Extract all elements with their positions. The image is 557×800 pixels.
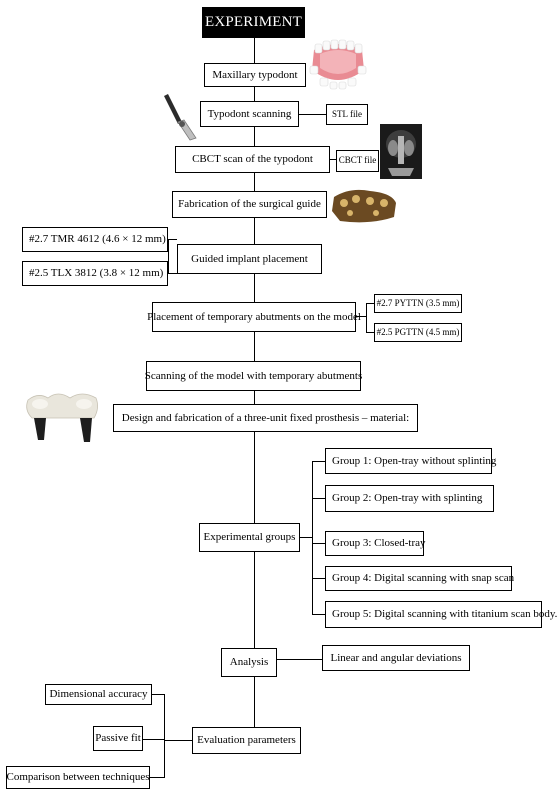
group-2-box: Group 2: Open-tray with splinting	[325, 485, 494, 512]
cbct-file-box: CBCT file	[336, 150, 379, 172]
connector-group3	[312, 543, 325, 544]
connector-group4	[312, 578, 325, 579]
experimental-groups-box: Experimental groups	[199, 523, 300, 552]
comparison-techniques-box: Comparison between techniques	[6, 766, 150, 789]
connector-abut1	[366, 303, 374, 304]
typodont-image	[309, 39, 367, 90]
connector-abut-bracket	[366, 303, 367, 332]
experiment-title: EXPERIMENT	[202, 7, 305, 38]
temporary-abutments-box: Placement of temporary abutments on the …	[147, 302, 361, 332]
dimensional-accuracy-box: Dimensional accuracy	[45, 684, 152, 705]
passive-fit-box: Passive fit	[93, 726, 143, 751]
cbct-scan-box: CBCT scan of the typodont	[175, 146, 330, 173]
surgical-guide-box: Fabrication of the surgical guide	[172, 191, 327, 218]
connector-abut-horizontal	[356, 316, 366, 317]
cbct-image	[380, 124, 422, 179]
connector-eval-horizontal	[164, 740, 192, 741]
surgical-guide-image	[332, 189, 396, 223]
group-4-box: Group 4: Digital scanning with snap scan	[325, 566, 514, 591]
implant-2-5-box: #2.5 TLX 3812 (3.8 × 12 mm)	[22, 261, 168, 286]
intraoral-scanner-image	[164, 94, 197, 141]
connector-implant1	[168, 239, 177, 240]
deviations-box: Linear and angular deviations	[322, 645, 470, 671]
prosthesis-design-box: Design and fabrication of a three-unit f…	[113, 404, 418, 432]
connector-group2	[312, 498, 325, 499]
connector-abut2	[366, 332, 374, 333]
connector-groups-bracket	[312, 461, 313, 614]
maxillary-typodont-box: Maxillary typodont	[204, 63, 306, 87]
connector-analysis	[277, 659, 322, 660]
connector-implant-bracket	[168, 239, 169, 274]
connector-dimensional	[152, 694, 165, 695]
connector-groups-horizontal	[300, 537, 313, 538]
abutment-2-5-box: #2.5 PGTTN (4.5 mm)	[374, 323, 462, 342]
typodont-scanning-box: Typodont scanning	[200, 101, 299, 127]
connector-passive	[143, 739, 165, 740]
guided-placement-box: Guided implant placement	[177, 244, 322, 274]
implant-2-7-box: #2.7 TMR 4612 (4.6 × 12 mm)	[22, 227, 168, 252]
connector-group1	[312, 461, 325, 462]
connector-cbct-file	[330, 159, 336, 160]
connector-group5	[312, 614, 325, 615]
stl-file-box: STL file	[326, 104, 368, 125]
group-5-box: Group 5: Digital scanning with titanium …	[325, 601, 557, 628]
connector-eval-bracket	[164, 694, 165, 778]
prosthesis-image	[26, 393, 98, 442]
model-scanning-box: Scanning of the model with temporary abu…	[145, 361, 362, 391]
connector-stl	[299, 114, 326, 115]
group-3-box: Group 3: Closed-tray	[325, 531, 425, 556]
connector-implant2	[168, 273, 177, 274]
connector-comparison	[150, 777, 165, 778]
group-1-box: Group 1: Open-tray without splinting	[325, 448, 496, 474]
analysis-box: Analysis	[221, 648, 277, 677]
evaluation-parameters-box: Evaluation parameters	[192, 727, 301, 754]
abutment-2-7-box: #2.7 PYTTN (3.5 mm)	[374, 294, 462, 313]
